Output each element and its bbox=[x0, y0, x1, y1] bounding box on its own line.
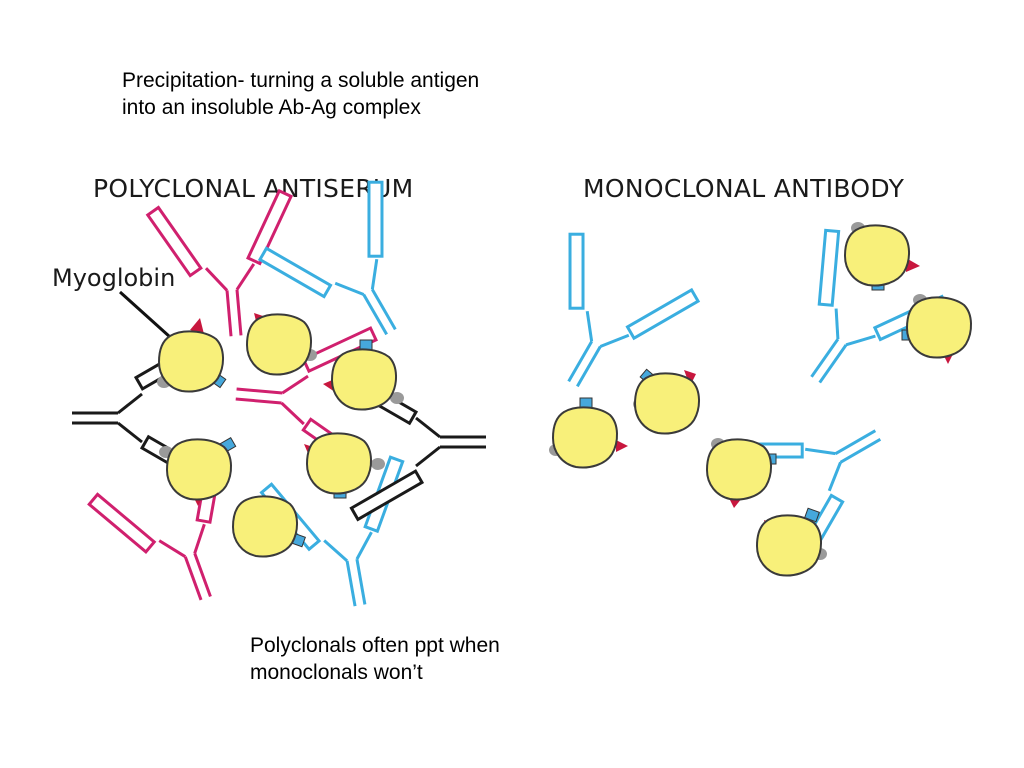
epitope-red bbox=[906, 258, 920, 272]
polyclonal-complex bbox=[70, 175, 488, 627]
epitope-red bbox=[190, 318, 204, 334]
myoglobin-label: Myoglobin bbox=[52, 264, 176, 292]
antigen-mono-bottom-right-upper bbox=[706, 438, 777, 508]
myoglobin-antigen bbox=[157, 318, 227, 393]
antigen-mono-left-bottom bbox=[549, 397, 628, 469]
antigen-bottom bbox=[232, 495, 306, 558]
antigen-right-upper bbox=[323, 339, 404, 411]
antigen-left-lower bbox=[159, 436, 237, 506]
antigen-mono-bottom-right-lower bbox=[756, 507, 827, 577]
epitope-red bbox=[616, 440, 628, 452]
monoclonal-title: MONOCLONAL ANTIBODY bbox=[583, 174, 905, 203]
antigen-right-lower bbox=[304, 432, 385, 499]
antigen-mono-top-right-lower bbox=[901, 294, 973, 364]
antigen-upper-center bbox=[246, 313, 317, 376]
epitope-red bbox=[684, 370, 696, 386]
monoclonal-groups bbox=[504, 218, 973, 577]
epitope-gray bbox=[371, 458, 385, 470]
caption-polyclonal-vs-monoclonal: Polyclonals often ppt when monoclonals w… bbox=[250, 634, 500, 684]
polyclonal-title: POLYCLONAL ANTISERUM bbox=[93, 174, 414, 203]
caption-precipitation: Precipitation- turning a soluble antigen… bbox=[122, 69, 480, 119]
epitope-gray bbox=[390, 392, 404, 404]
antigen-mono-top-right-upper bbox=[844, 222, 920, 291]
antigen-mono-left-top bbox=[633, 368, 701, 435]
